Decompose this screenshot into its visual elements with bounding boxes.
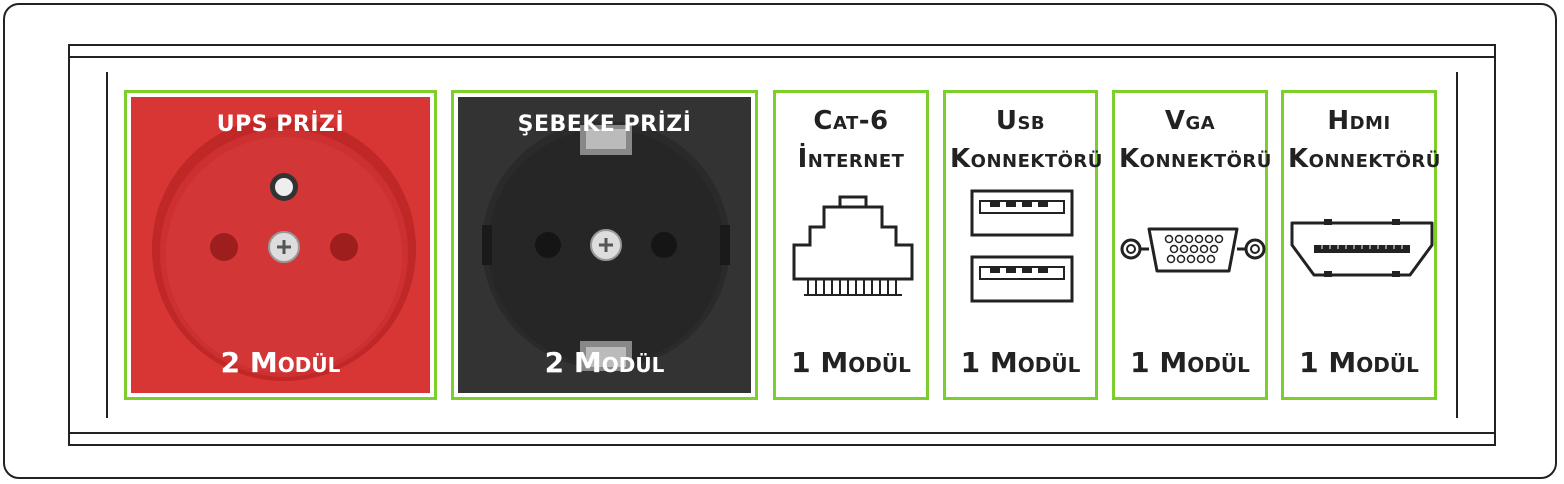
- usb-title-line1: Usb: [995, 106, 1046, 136]
- sebeke-title: ŞEBEKE PRİZİ: [517, 112, 692, 137]
- left-end-cap: [68, 72, 108, 418]
- schuko-socket-icon: [482, 121, 730, 371]
- vga-footer: 1 Modül: [1130, 346, 1250, 379]
- hdmi-title-line2: Konnektörü: [1288, 144, 1441, 174]
- vga-module: Vga Konnektörü 1 Modül: [1112, 90, 1272, 400]
- cat6-module: Cat-6 İnternet 1 Modül: [773, 90, 929, 400]
- usb-module: Usb Konnektörü 1 Modül: [943, 90, 1103, 400]
- sebeke-socket-module: ŞEBEKE PRİZİ 2 Modül: [451, 90, 758, 400]
- vga-face: Vga Konnektörü 1 Modül: [1119, 97, 1272, 393]
- vga-title-line1: Vga: [1164, 106, 1216, 136]
- vga-title-line2: Konnektörü: [1119, 144, 1272, 174]
- ups-footer: 2 Modül: [220, 346, 341, 379]
- rj45-port-icon: [792, 195, 914, 296]
- cat6-title-line1: Cat-6: [813, 106, 889, 136]
- hdmi-footer: 1 Modül: [1299, 346, 1419, 379]
- ups-socket-icon: [152, 117, 416, 381]
- cat6-title-line2: İnternet: [797, 144, 905, 174]
- usb-title-line2: Konnektörü: [950, 144, 1103, 174]
- hdmi-module: Hdmi Konnektörü 1 Modül: [1281, 90, 1441, 400]
- cat6-footer: 1 Modül: [791, 346, 911, 379]
- usb-port-icon: [970, 189, 1074, 303]
- ups-socket-face: UPS PRİZİ 2 Modül: [131, 97, 430, 393]
- sebeke-socket-face: ŞEBEKE PRİZİ 2 Modül: [458, 97, 751, 393]
- usb-footer: 1 Modül: [960, 346, 1081, 379]
- cat6-face: Cat-6 İnternet 1 Modül: [780, 97, 922, 393]
- ups-socket-module: UPS PRİZİ 2 Modül: [124, 90, 437, 400]
- hdmi-title-line1: Hdmi: [1327, 106, 1391, 136]
- hdmi-face: Hdmi Konnektörü 1 Modül: [1288, 97, 1441, 393]
- usb-face: Usb Konnektörü 1 Modül: [950, 97, 1103, 393]
- ups-title: UPS PRİZİ: [216, 112, 345, 137]
- top-rail: [68, 44, 1496, 74]
- vga-port-icon: [1120, 227, 1266, 273]
- right-end-cap: [1456, 72, 1496, 418]
- bottom-rail: [68, 416, 1496, 446]
- hdmi-port-icon: [1290, 219, 1434, 277]
- sebeke-footer: 2 Modül: [544, 346, 665, 379]
